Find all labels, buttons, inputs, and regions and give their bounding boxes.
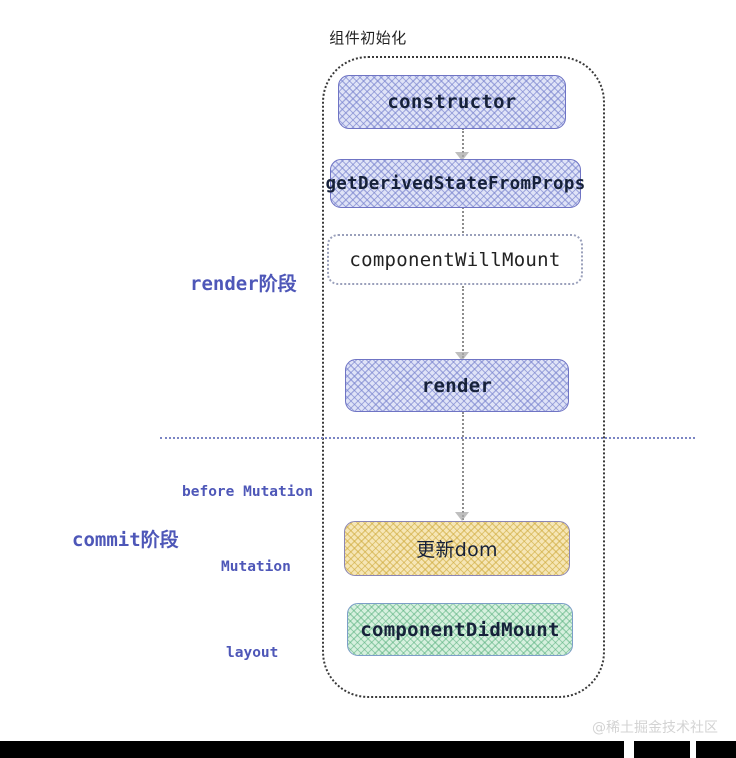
flow-connector-getderivedstate-to-componentwillmount [462, 207, 464, 233]
node-update-dom[interactable]: 更新dom [344, 521, 570, 576]
label-commit-phase: commit阶段 [72, 529, 179, 551]
node-component-did-mount[interactable]: componentDidMount [347, 603, 573, 656]
flow-connector-render-to-updatedom [462, 412, 464, 520]
label-before-mutation: before Mutation [182, 484, 313, 500]
flow-connector-componentwillmount-to-render [462, 286, 464, 358]
phase-divider-line [160, 437, 695, 439]
arrow-head-icon [455, 352, 469, 361]
label-mutation: Mutation [221, 559, 291, 575]
node-constructor[interactable]: constructor [338, 75, 566, 129]
bottom-band-notch [690, 741, 696, 758]
node-component-will-mount[interactable]: componentWillMount [327, 234, 583, 285]
lifecycle-container [322, 56, 605, 698]
node-get-derived-state-from-props[interactable]: getDerivedStateFromProps [325, 159, 585, 208]
bottom-band [0, 741, 736, 758]
label-layout: layout [226, 645, 279, 661]
arrow-head-icon [455, 512, 469, 521]
node-render[interactable]: render [345, 359, 569, 412]
label-render-phase: render阶段 [190, 273, 297, 295]
arrow-head-icon [455, 152, 469, 161]
bottom-band-notch [624, 741, 634, 758]
watermark: @稀土掘金技术社区 [592, 720, 718, 736]
page-title: 组件初始化 [329, 29, 407, 47]
flow-connector-constructor-to-getderivedstate [462, 128, 464, 161]
